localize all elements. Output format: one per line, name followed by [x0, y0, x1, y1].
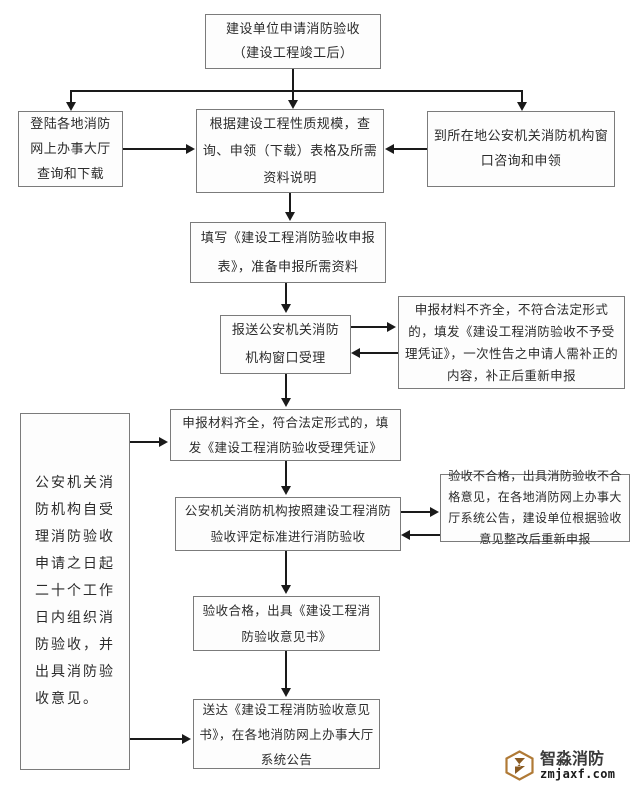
node-fail-label: 验收不合格，出具消防验收不合格意见，在各地消防网上办事大厅系统公告，建设单位根据…: [448, 469, 622, 546]
connector-fail-to-inspect: [410, 534, 440, 536]
node-apply-label: 建设单位申请消防验收 （建设工程竣工后）: [225, 21, 360, 61]
connector-bus-horizontal: [70, 90, 522, 92]
arrow-right-to-forms: [186, 144, 195, 154]
node-inspection-failed[interactable]: 验收不合格，出具消防验收不合格意见，在各地消防网上办事大厅系统公告，建设单位根据…: [440, 469, 630, 546]
node-apply-for-acceptance[interactable]: 建设单位申请消防验收 （建设工程竣工后）: [205, 14, 381, 69]
connector-fill-to-submit: [285, 283, 287, 305]
watermark-text-group: 智淼消防 zmjaxf.com: [540, 748, 616, 781]
arrow-down-to-pass: [281, 585, 291, 594]
connector-inspect-to-pass: [285, 551, 287, 586]
connector-window-to-forms: [394, 148, 427, 150]
connector-accept-to-inspect: [285, 461, 287, 486]
node-deliver-label: 送达《建设工程消防验收意见书》，在各地消防网上办事大厅系统公告: [199, 701, 374, 767]
node-forms-label: 根据建设工程性质规模，查询、申领（下载）表格及所需资料说明: [202, 116, 378, 186]
connector-submit-to-accept: [285, 374, 287, 398]
arrow-right-to-fail: [430, 507, 439, 517]
connector-inspect-to-fail: [401, 511, 431, 513]
arrow-left-to-inspect: [401, 530, 410, 540]
watermark-brand-cn: 智淼消防: [540, 748, 605, 768]
arrow-down-to-inspect: [281, 486, 291, 495]
connector-bus-to-window: [521, 90, 523, 103]
arrow-down-to-fill: [285, 212, 295, 221]
hexagon-z-logo-icon: [504, 749, 535, 781]
arrow-down-to-online: [66, 102, 76, 111]
node-pass-label: 验收合格，出具《建设工程消防验收意见书》: [202, 602, 371, 644]
node-submit-label: 报送公安机关消防机构窗口受理: [231, 322, 340, 366]
watermark-logo: 智淼消防 zmjaxf.com: [504, 747, 636, 783]
node-inspect-label: 公安机关消防机构按照建设工程消防验收评定标准进行消防验收: [184, 503, 392, 544]
node-accept-label: 申报材料齐全，符合法定形式的，填发《建设工程消防验收受理凭证》: [182, 415, 389, 455]
arrow-left-to-submit: [351, 348, 360, 358]
arrow-down-to-deliver: [281, 688, 291, 697]
node-deliver-opinion-document[interactable]: 送达《建设工程消防验收意见书》，在各地消防网上办事大厅系统公告: [193, 699, 380, 769]
connector-deadline-to-deliver: [130, 738, 183, 740]
connector-submit-to-reject: [351, 326, 388, 328]
node-query-and-obtain-forms[interactable]: 根据建设工程性质规模，查询、申领（下载）表格及所需资料说明: [196, 109, 384, 193]
connector-reject-to-submit: [360, 352, 398, 354]
node-public-security-window[interactable]: 到所在地公安机关消防机构窗口咨询和申领: [427, 111, 615, 187]
arrow-down-to-forms: [288, 100, 298, 109]
watermark-url: zmjaxf.com: [540, 766, 616, 781]
connector-bus-to-online: [70, 90, 72, 103]
connector-pass-to-deliver: [285, 651, 287, 688]
node-online-hall-download[interactable]: 登陆各地消防网上办事大厅查询和下载: [18, 111, 123, 187]
node-submit-to-window[interactable]: 报送公安机关消防机构窗口受理: [220, 315, 351, 374]
connector-forms-to-fill: [289, 193, 291, 213]
node-fill-label: 填写《建设工程消防验收申报表》，准备申报所需资料: [200, 230, 376, 275]
node-twenty-working-days-note[interactable]: 公安机关消防机构自受理消防验收申请之日起二十个工作日内组织消防验收，并出具消防验…: [20, 413, 130, 770]
arrow-down-to-accept: [281, 398, 291, 407]
arrow-down-to-submit: [281, 304, 291, 313]
node-window-label: 到所在地公安机关消防机构窗口咨询和申领: [433, 129, 609, 169]
arrow-down-to-window: [517, 102, 527, 111]
connector-apply-down: [292, 69, 294, 91]
connector-deadline-to-accept: [130, 441, 160, 443]
node-materials-incomplete-reject[interactable]: 申报材料不齐全，不符合法定形式的，填发《建设工程消防验收不予受理凭证》，一次性告…: [398, 296, 625, 389]
node-reject-label: 申报材料不齐全，不符合法定形式的，填发《建设工程消防验收不予受理凭证》，一次性告…: [404, 301, 619, 383]
node-conduct-inspection[interactable]: 公安机关消防机构按照建设工程消防验收评定标准进行消防验收: [175, 497, 401, 551]
connector-bus-to-forms: [292, 90, 294, 101]
arrow-right-to-accept: [159, 437, 168, 447]
connector-online-to-forms: [123, 148, 187, 150]
node-materials-complete-accept[interactable]: 申报材料齐全，符合法定形式的，填发《建设工程消防验收受理凭证》: [170, 409, 401, 461]
node-inspection-passed[interactable]: 验收合格，出具《建设工程消防验收意见书》: [193, 596, 380, 651]
node-fill-application-form[interactable]: 填写《建设工程消防验收申报表》，准备申报所需资料: [190, 222, 386, 283]
arrow-right-to-reject: [387, 322, 396, 332]
node-online-label: 登陆各地消防网上办事大厅查询和下载: [30, 116, 111, 182]
arrow-left-to-forms: [385, 144, 394, 154]
arrow-right-to-deliver: [182, 734, 191, 744]
node-deadline-label: 公安机关消防机构自受理消防验收申请之日起二十个工作日内组织消防验收，并出具消防验…: [35, 475, 115, 707]
